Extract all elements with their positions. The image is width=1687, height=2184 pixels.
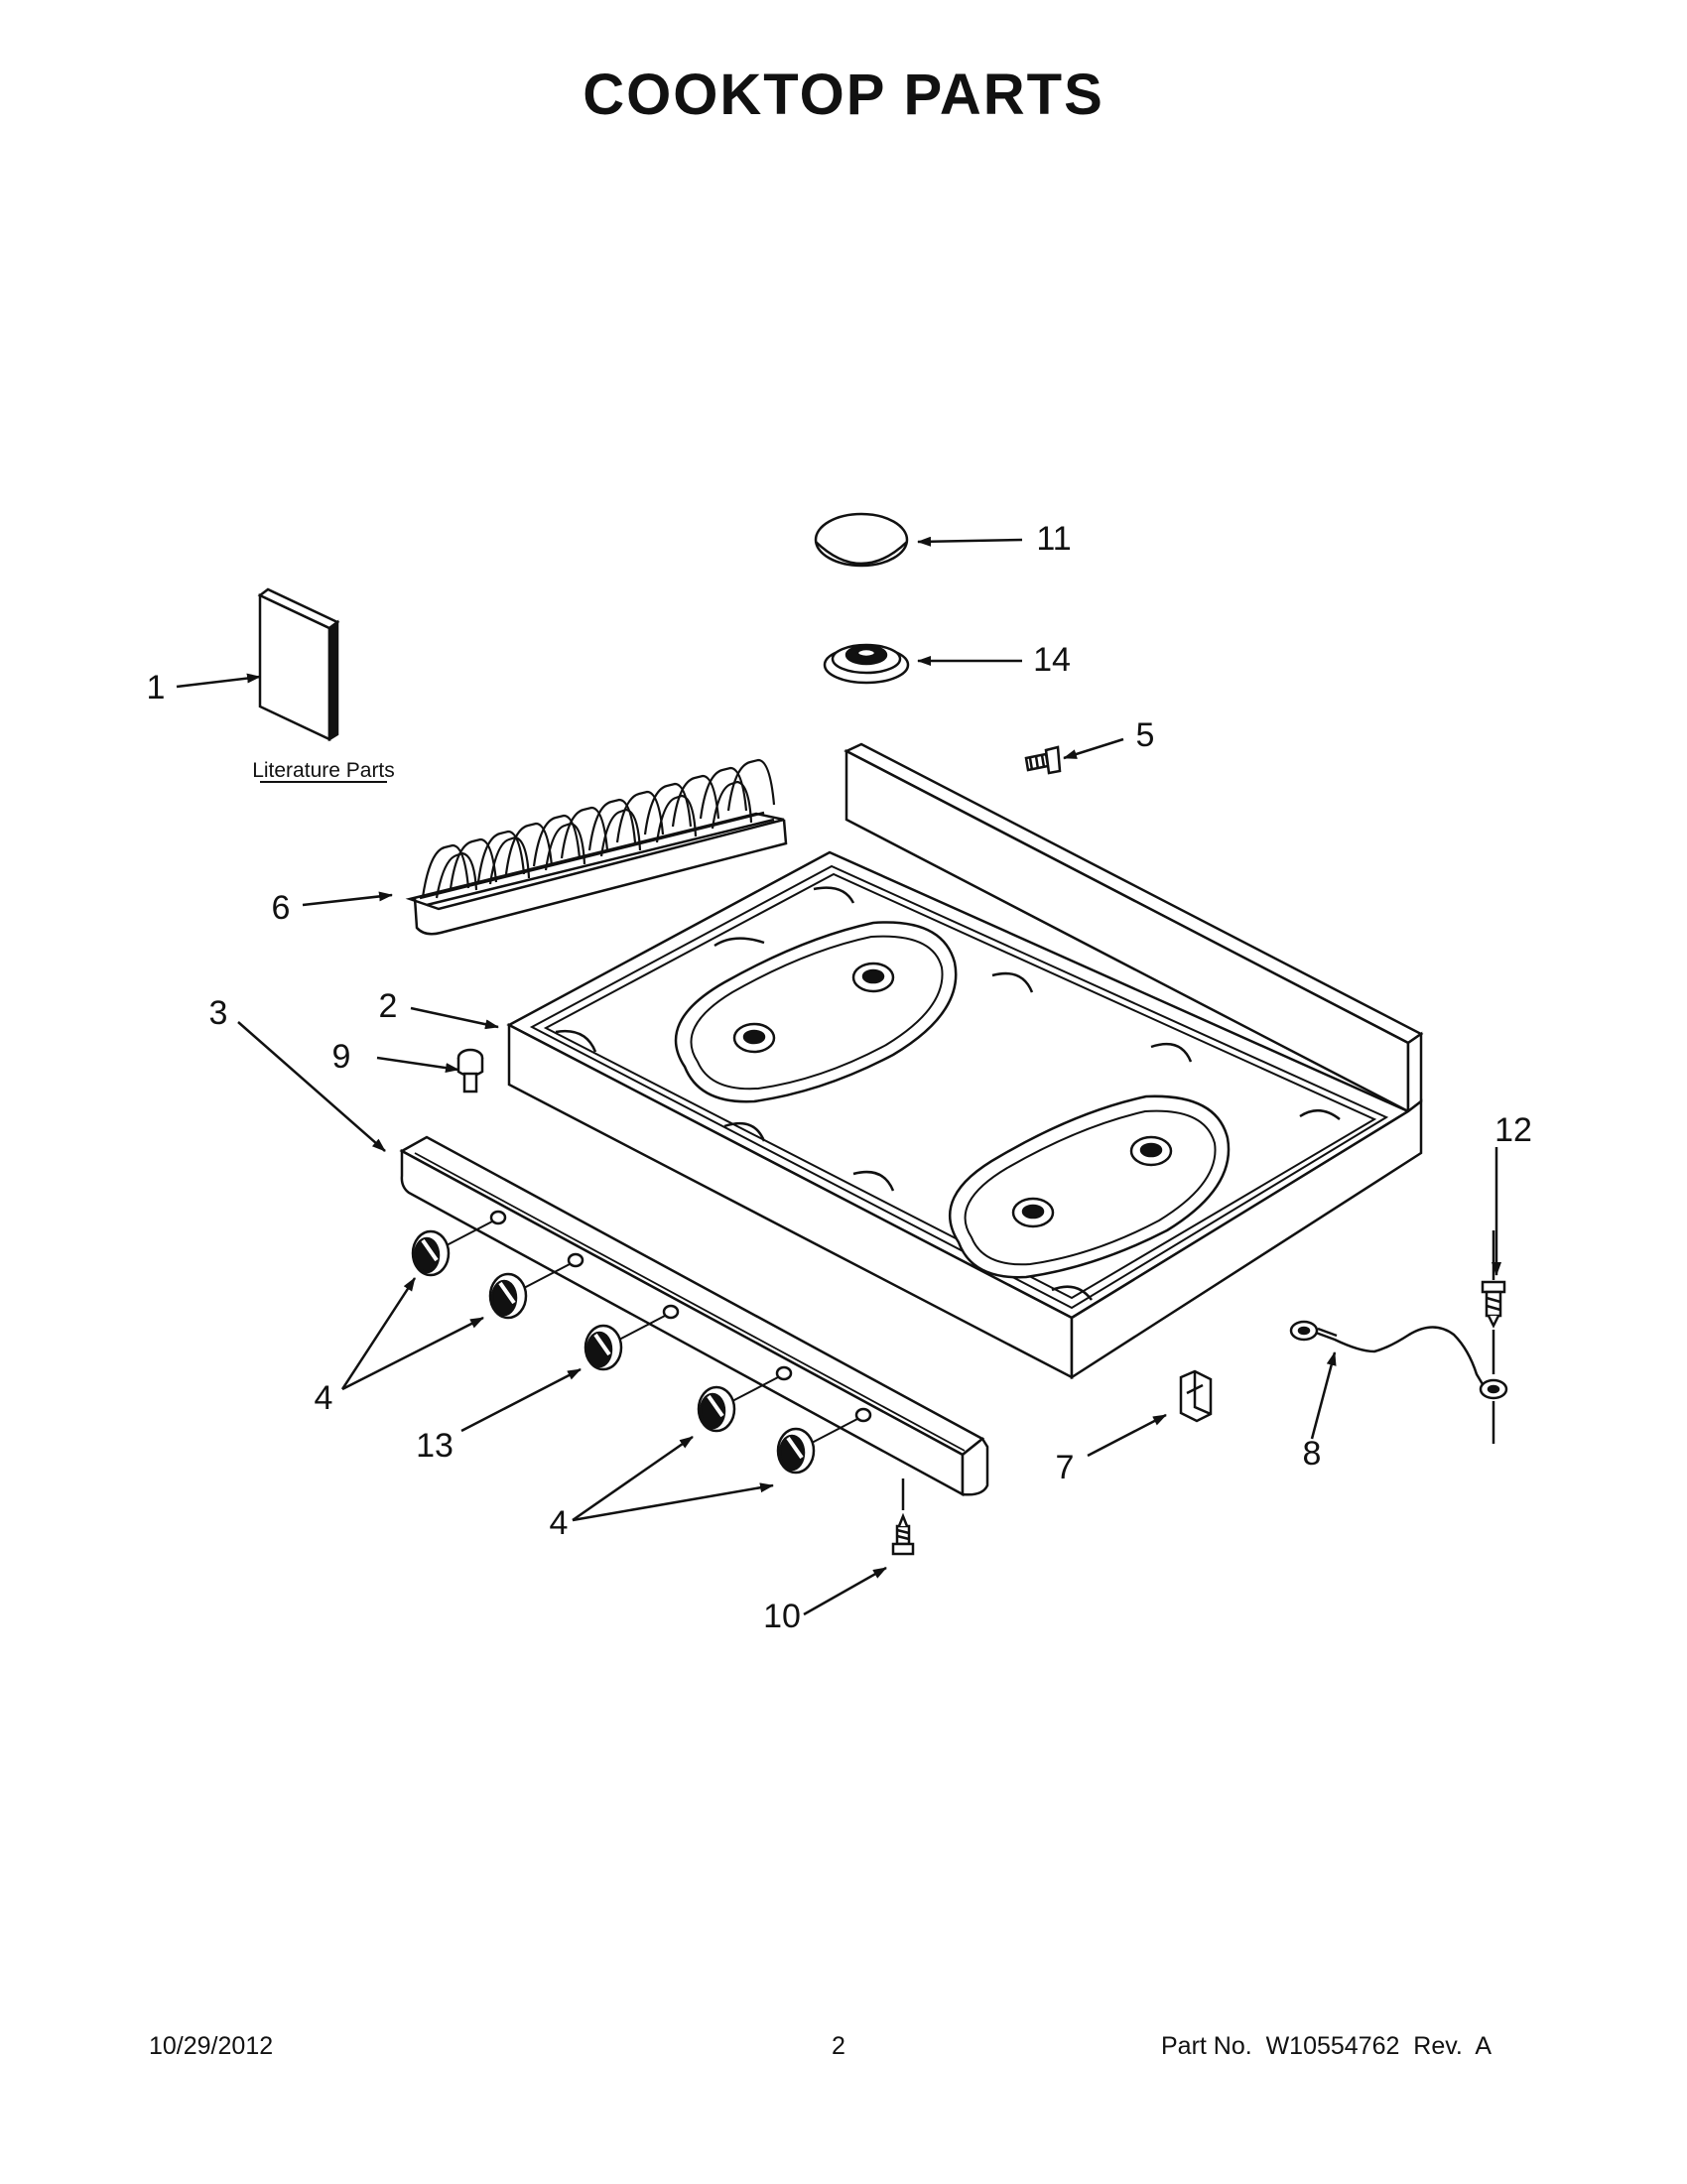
callout-4-bottom: 4 <box>550 1504 569 1542</box>
knob-4 <box>697 1385 736 1433</box>
callout-8: 8 <box>1303 1435 1322 1473</box>
page-title: COOKTOP PARTS <box>583 63 1104 127</box>
footer-date: 10/29/2012 <box>149 2032 274 2060</box>
knob-2 <box>488 1272 528 1320</box>
callout-1: 1 <box>147 669 166 707</box>
screw-5 <box>1024 745 1062 775</box>
callout-4-left: 4 <box>315 1379 333 1417</box>
burner-cap <box>814 512 909 568</box>
callout-9: 9 <box>332 1038 351 1076</box>
knob-3 <box>584 1324 623 1371</box>
footer-part-number: Part No. W10554762 Rev. A <box>1161 2032 1492 2060</box>
burner-base <box>823 643 910 685</box>
callout-14: 14 <box>1033 641 1071 679</box>
callout-3: 3 <box>209 994 228 1032</box>
callout-6: 6 <box>272 889 291 927</box>
leader-arrows <box>176 536 1501 1616</box>
ground-wire-8 <box>1289 1320 1508 1400</box>
cooktop-main-body <box>506 742 1424 1380</box>
literature-parts-label: Literature Parts <box>252 759 395 782</box>
ground-screw-12 <box>1481 1280 1506 1329</box>
bumper-9 <box>456 1048 484 1093</box>
callout-7: 7 <box>1056 1449 1075 1486</box>
callout-12: 12 <box>1494 1111 1532 1149</box>
callout-2: 2 <box>379 987 398 1025</box>
footer-page-number: 2 <box>832 2032 845 2060</box>
bracket-clip <box>1179 1369 1213 1423</box>
callout-5: 5 <box>1136 716 1155 754</box>
literature-parts-booklet <box>257 587 340 742</box>
burner-grate <box>405 758 788 936</box>
knob-1 <box>411 1229 451 1277</box>
screw-10 <box>891 1512 915 1556</box>
knob-5 <box>776 1427 816 1475</box>
callout-13: 13 <box>416 1427 454 1465</box>
knob-shaft-lines <box>446 1220 858 1444</box>
control-panel <box>399 1135 989 1497</box>
callout-10: 10 <box>763 1598 801 1635</box>
callout-11: 11 <box>1036 520 1071 558</box>
